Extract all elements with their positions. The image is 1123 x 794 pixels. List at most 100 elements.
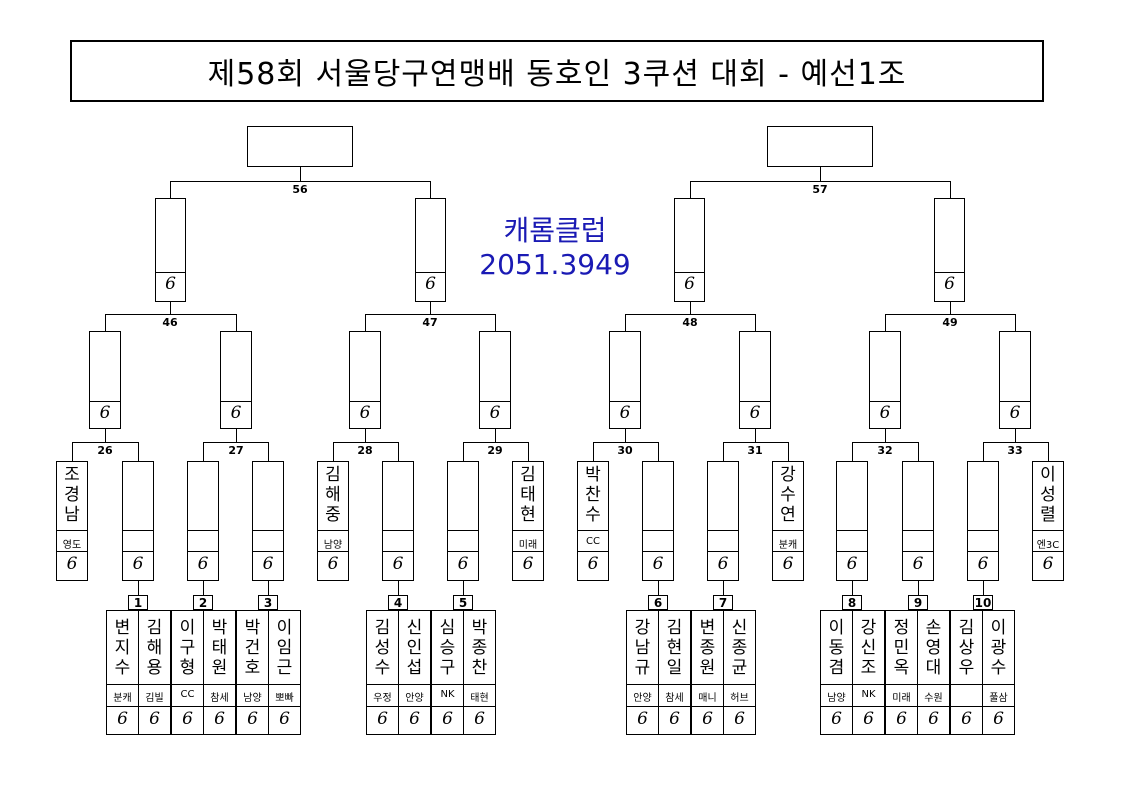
seed-mark: 6: [863, 709, 874, 729]
box-divider: [642, 551, 674, 552]
box-divider: [512, 551, 544, 552]
bracket-line: [495, 429, 496, 442]
player-box: [723, 610, 756, 735]
box-divider: [382, 530, 414, 531]
player-club: 미래: [518, 540, 538, 551]
bracket-line: [463, 442, 529, 443]
box-divider: [122, 551, 154, 552]
player-name: 이 임 근: [276, 618, 293, 678]
box-divider: [122, 530, 154, 531]
match-number: 28: [357, 444, 373, 457]
winner-slot-box: [707, 461, 739, 581]
seed-mark: 6: [99, 403, 111, 423]
box-divider: [268, 684, 301, 685]
player-name: 김 성 수: [374, 618, 391, 678]
player-box: [658, 610, 691, 735]
box-divider: [902, 551, 934, 552]
player-box: [463, 610, 496, 735]
bracket-line: [1015, 314, 1016, 331]
bracket-line: [203, 442, 204, 461]
bracket-line: [755, 429, 756, 442]
player-box: [852, 610, 885, 735]
match-number: 30: [617, 444, 633, 457]
box-divider: [447, 551, 479, 552]
box-divider: [106, 706, 139, 707]
sponsor-name: 캐롬클럽: [503, 214, 607, 247]
bracket-line: [105, 314, 106, 331]
player-club: 남양: [827, 693, 846, 704]
player-club: 분캐: [113, 693, 132, 704]
seed-mark: 6: [619, 403, 631, 423]
player-name: 김 해 용: [146, 618, 163, 678]
match-number-box: 4: [388, 595, 408, 610]
bracket-line: [593, 442, 594, 461]
box-divider: [155, 272, 186, 273]
box-divider: [658, 684, 691, 685]
bracket-line: [203, 581, 204, 595]
bracket-line: [236, 314, 237, 331]
bracket-line: [333, 442, 399, 443]
seed-mark: 6: [117, 709, 128, 729]
match-number: 47: [422, 316, 438, 329]
match-number-box: 1: [128, 595, 148, 610]
bracket-line: [690, 181, 951, 182]
player-box: [431, 610, 464, 735]
box-divider: [479, 401, 511, 402]
match-number: 27: [228, 444, 244, 457]
box-divider: [382, 551, 414, 552]
box-divider: [707, 551, 739, 552]
bracket-line: [723, 442, 724, 461]
bracket-line: [885, 314, 886, 331]
result-box: [609, 331, 641, 429]
player-box: [236, 610, 269, 735]
box-divider: [415, 272, 446, 273]
box-divider: [431, 684, 464, 685]
player-club: CC: [586, 536, 600, 547]
seed-mark: 6: [831, 709, 842, 729]
box-divider: [917, 684, 950, 685]
player-club: NK: [440, 689, 455, 700]
seed-mark: 6: [522, 554, 534, 574]
bracket-line: [268, 442, 269, 461]
box-divider: [106, 684, 139, 685]
box-divider: [723, 706, 756, 707]
player-club: 참세: [665, 693, 684, 704]
bracket-line: [300, 167, 301, 181]
winner-slot-box: [836, 461, 868, 581]
result-box: [349, 331, 381, 429]
seed-mark: 6: [327, 554, 339, 574]
seed-mark: 6: [457, 554, 469, 574]
box-divider: [967, 530, 999, 531]
result-box: [220, 331, 252, 429]
box-divider: [252, 551, 284, 552]
box-divider: [56, 551, 88, 552]
player-box: [171, 610, 204, 735]
box-divider: [577, 551, 609, 552]
box-divider: [967, 551, 999, 552]
player-club: 풀삼: [989, 693, 1008, 704]
seed-mark: 6: [149, 709, 160, 729]
bracket-line: [365, 314, 496, 315]
seed-mark: 6: [214, 709, 225, 729]
seed-mark: 6: [66, 554, 78, 574]
player-club: 우정: [373, 693, 392, 704]
match-number: 33: [1007, 444, 1023, 457]
box-divider: [463, 706, 496, 707]
player-name: 김 상 우: [958, 618, 975, 678]
box-divider: [317, 551, 349, 552]
player-name: 박 종 찬: [471, 618, 488, 678]
box-divider: [885, 706, 918, 707]
bracket-line: [658, 442, 659, 461]
box-divider: [431, 706, 464, 707]
player-name: 신 종 균: [731, 618, 748, 678]
winner-slot-box: [252, 461, 284, 581]
box-divider: [463, 684, 496, 685]
bracket-line: [885, 429, 886, 442]
bracket-line: [365, 429, 366, 442]
seed-mark: 6: [846, 554, 858, 574]
bracket-line: [983, 581, 984, 595]
box-divider: [203, 684, 236, 685]
box-divider: [138, 706, 171, 707]
player-name: 변 종 원: [699, 618, 716, 678]
match-number-box: 5: [453, 595, 473, 610]
